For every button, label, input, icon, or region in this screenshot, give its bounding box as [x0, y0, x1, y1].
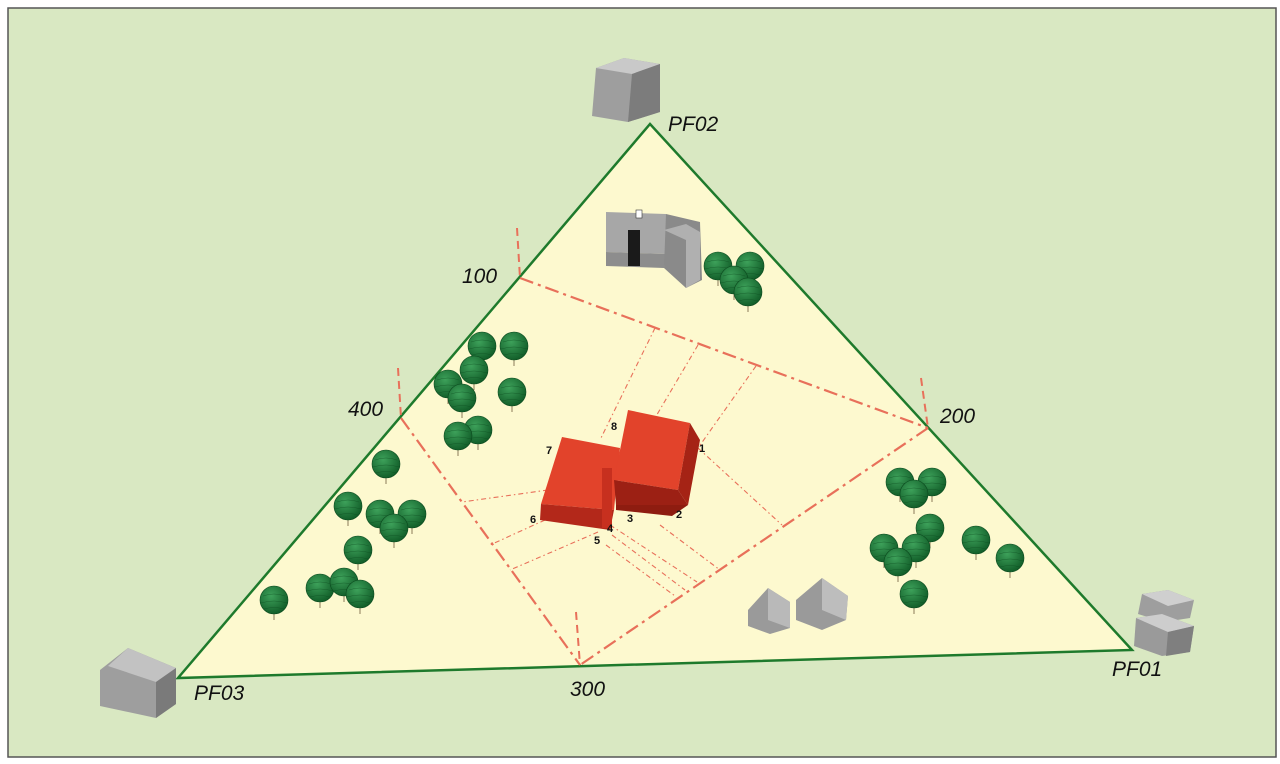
station-label-200: 200 [939, 405, 975, 428]
neighbor-buildings-south-icon [748, 578, 848, 634]
stake-200 [920, 377, 929, 429]
pf03-label: PF03 [194, 682, 245, 705]
station-labels: 100 200 300 400 [348, 265, 975, 701]
point-label-2: 2 [676, 509, 682, 521]
pf01-label: PF01 [1112, 658, 1162, 681]
stake-100 [516, 227, 521, 279]
point-label-7: 7 [546, 445, 552, 457]
point-label-3: 3 [627, 513, 633, 525]
point-label-8: 8 [611, 421, 617, 433]
point-label-5: 5 [594, 535, 600, 547]
station-label-400: 400 [348, 398, 383, 421]
station-label-300: 300 [570, 678, 605, 701]
line-400-300 [400, 417, 581, 666]
neighbor-building-north-icon [606, 209, 702, 288]
stake-300 [575, 611, 581, 666]
pf03-marker-building [100, 648, 176, 718]
main-stake-lines [400, 276, 929, 666]
reference-point-labels: PF01 PF02 PF03 [194, 113, 1162, 705]
line-100-200 [519, 276, 929, 430]
station-stakes [397, 227, 929, 666]
pf02-marker-building [592, 58, 660, 122]
pf02-label: PF02 [668, 113, 719, 136]
gray-block-building-icon [100, 58, 1194, 718]
pf01-marker-building [1134, 590, 1194, 656]
point-label-1: 1 [699, 443, 705, 455]
point-label-4: 4 [607, 523, 614, 535]
red-building-icon [540, 410, 700, 530]
stake-400 [397, 367, 402, 419]
point-label-6: 6 [530, 514, 536, 526]
line-200-300 [579, 427, 929, 666]
building-point-labels: 1 2 3 4 5 6 7 8 [530, 421, 705, 547]
station-label-100: 100 [462, 265, 497, 288]
